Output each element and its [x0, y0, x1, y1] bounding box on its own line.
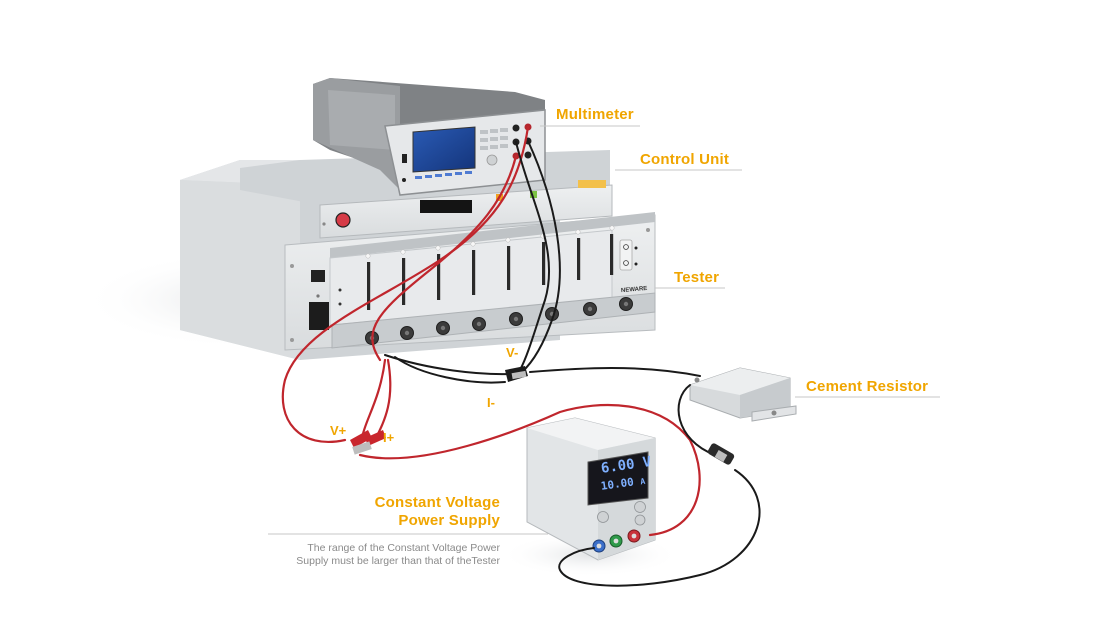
wire-label-i-plus: I+: [383, 430, 395, 445]
tester-switch: [311, 270, 325, 282]
power-supply-note-line2: Supply must be larger than that of theTe…: [296, 555, 500, 567]
power-supply-terminals: [592, 529, 641, 553]
power-supply-note-line1: The range of the Constant Voltage Power: [307, 542, 500, 554]
label-power-supply-line1: Constant Voltage: [374, 494, 500, 511]
control-unit-red-button: [335, 212, 351, 228]
inline-connector: [707, 443, 735, 465]
black-wires: [384, 140, 761, 587]
label-leader-lines: [268, 125, 940, 535]
multimeter: [313, 78, 546, 196]
wire-label-v-minus: V-: [506, 345, 519, 360]
label-cement-resistor: Cement Resistor: [806, 378, 929, 395]
psu-current-unit: A: [639, 476, 646, 487]
control-unit-display: [420, 200, 472, 213]
tester-channel-lights: [365, 225, 615, 259]
tester-connector-bar: [331, 292, 656, 349]
wire-label-v-plus: V+: [330, 423, 347, 438]
label-multimeter: Multimeter: [556, 106, 634, 123]
alligator-clips: [350, 366, 528, 455]
tester-power-block: [309, 302, 329, 330]
label-control-unit: Control Unit: [640, 151, 730, 168]
psu-voltage-unit: V: [641, 453, 653, 471]
wire-label-i-minus: I-: [487, 395, 495, 410]
label-power-supply-line2: Power Supply: [398, 512, 500, 529]
cement-resistor: [689, 367, 797, 422]
power-supply: [526, 417, 656, 561]
label-power-supply: Constant Voltage Power Supply: [340, 494, 500, 530]
power-supply-note: The range of the Constant Voltage Power …: [260, 542, 500, 568]
label-tester: Tester: [674, 269, 720, 286]
